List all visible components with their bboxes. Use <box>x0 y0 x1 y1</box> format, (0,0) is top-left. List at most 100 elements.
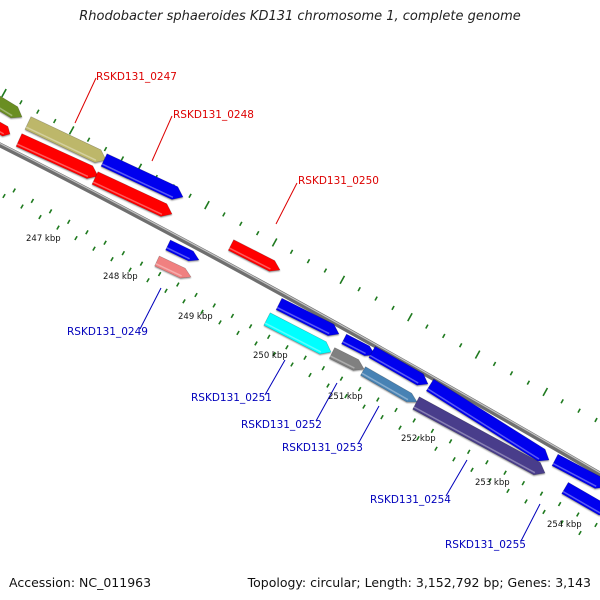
leader-line-0255 <box>520 503 541 542</box>
tick-mark <box>222 212 226 217</box>
feature-highlight <box>552 462 597 487</box>
tick-mark <box>542 387 549 397</box>
tick-mark <box>560 520 564 525</box>
gene-label-rskd131-0248[interactable]: RSKD131_0248 <box>173 109 254 121</box>
scale-label-254: 254 kbp <box>547 520 582 530</box>
feature-arrow-blue-f[interactable] <box>425 378 550 462</box>
tick-mark <box>539 491 544 496</box>
feature-arrow-blue-c[interactable] <box>275 297 340 337</box>
feature-highlight <box>562 490 600 514</box>
gene-label-rskd131-0247[interactable]: RSKD131_0247 <box>96 71 177 83</box>
leader-line-0251 <box>264 359 286 396</box>
tick-mark <box>503 470 507 476</box>
feature-arrow-khaki[interactable] <box>24 116 107 163</box>
feature-highlight <box>276 306 330 335</box>
tick-mark <box>30 198 35 204</box>
gene-label-rskd131-0253[interactable]: RSKD131_0253 <box>282 442 363 454</box>
tick-mark <box>376 397 380 402</box>
gene-label-leaders <box>74 77 541 542</box>
tick-mark <box>146 277 150 283</box>
tick-mark <box>357 286 361 292</box>
feature-arrow-red-a[interactable] <box>15 133 99 179</box>
tick-mark <box>326 383 330 388</box>
scale-label-250: 250 kbp <box>253 351 288 361</box>
tick-mark <box>139 261 144 266</box>
tick-mark <box>434 446 438 452</box>
tick-mark <box>407 312 413 322</box>
tick-mark <box>20 204 24 209</box>
tick-mark <box>176 282 180 287</box>
tick-mark <box>466 449 471 455</box>
feature-arrow-cyan[interactable] <box>263 312 332 355</box>
feature-arrow-blue-g[interactable] <box>551 453 600 489</box>
tick-mark <box>212 303 216 308</box>
feature-arrow-steel[interactable] <box>360 366 418 403</box>
feature-arrow-gray[interactable] <box>328 347 365 371</box>
tick-mark <box>86 137 91 143</box>
map-title: Rhodobacter sphaeroides KD131 chromosome… <box>79 9 521 24</box>
tick-mark <box>56 225 60 230</box>
feature-arrow-red-c[interactable] <box>227 239 281 272</box>
leader-line-0247 <box>74 77 97 124</box>
feature-arrow-blue-a[interactable] <box>100 153 184 200</box>
feature-highlight <box>330 355 355 369</box>
feature-highlight <box>92 181 163 215</box>
feature-arrow-red-edge[interactable] <box>0 120 11 137</box>
genome-summary-text: Topology: circular; Length: 3,152,792 bp… <box>247 575 591 590</box>
tick-mark <box>557 501 562 507</box>
tick-mark <box>188 193 192 199</box>
gene-label-rskd131-0254[interactable]: RSKD131_0254 <box>370 494 451 506</box>
tick-mark <box>204 200 210 210</box>
feature-arrow-pink[interactable] <box>154 255 192 279</box>
tick-mark <box>492 361 497 367</box>
tick-mark <box>272 351 276 357</box>
tick-mark <box>321 365 326 371</box>
tick-mark <box>303 355 307 361</box>
gene-label-rskd131-0252[interactable]: RSKD131_0252 <box>241 419 322 431</box>
tick-mark <box>271 238 278 247</box>
tick-mark <box>36 109 40 114</box>
tick-mark <box>506 488 510 494</box>
leader-line-0249 <box>139 287 162 330</box>
tick-mark <box>266 334 271 340</box>
tick-mark <box>576 512 580 517</box>
tick-mark <box>19 100 23 105</box>
tick-mark <box>74 235 78 241</box>
feature-highlight <box>155 263 182 277</box>
tick-mark <box>485 459 489 465</box>
tick-mark <box>230 313 235 319</box>
tick-mark <box>2 193 6 199</box>
tick-mark <box>254 341 258 346</box>
feature-highlight <box>264 322 322 353</box>
gene-label-rskd131-0249[interactable]: RSKD131_0249 <box>67 326 148 338</box>
feature-arrow-blue-b[interactable] <box>165 239 200 262</box>
tick-mark <box>285 344 289 350</box>
feature-highlight <box>166 247 190 260</box>
feature-arrow-blue-d[interactable] <box>341 333 376 357</box>
tick-mark <box>425 324 429 329</box>
tick-mark <box>308 372 312 378</box>
tick-mark <box>542 509 546 515</box>
feature-arrow-red-b[interactable] <box>91 171 173 217</box>
tick-mark <box>194 292 198 298</box>
feature-arrow-blue-h[interactable] <box>561 481 600 516</box>
scale-label-253: 253 kbp <box>475 478 510 488</box>
tick-mark <box>374 296 378 301</box>
gene-label-rskd131-0255[interactable]: RSKD131_0255 <box>445 539 526 551</box>
feature-arrow-olive[interactable] <box>0 94 23 119</box>
tick-mark <box>594 417 598 423</box>
tick-mark <box>391 305 395 311</box>
gene-label-rskd131-0250[interactable]: RSKD131_0250 <box>298 175 379 187</box>
tick-mark <box>12 188 16 193</box>
tick-mark <box>560 399 564 404</box>
gene-label-rskd131-0251[interactable]: RSKD131_0251 <box>191 392 272 404</box>
feature-highlight <box>229 247 271 270</box>
tick-mark <box>128 267 132 273</box>
feature-arrow-navy[interactable] <box>412 396 546 476</box>
feature-arrow-blue-e[interactable] <box>368 345 429 386</box>
tick-mark <box>509 370 514 376</box>
tick-mark <box>323 268 328 273</box>
tick-mark <box>248 324 253 329</box>
tick-mark <box>521 480 526 486</box>
